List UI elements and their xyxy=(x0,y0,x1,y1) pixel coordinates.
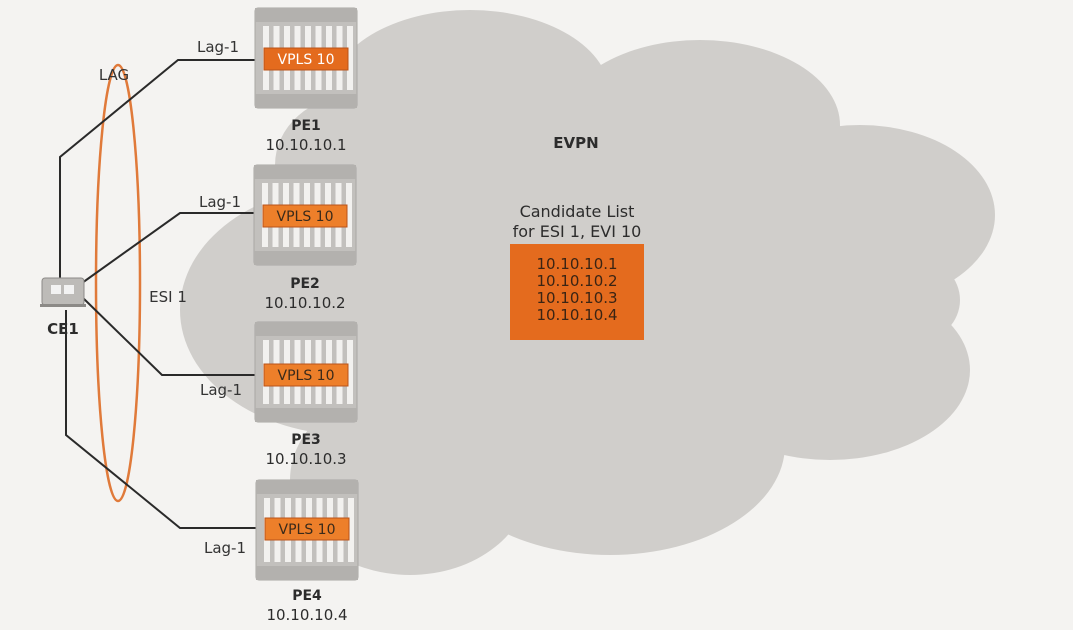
vpls-badge xyxy=(262,204,348,228)
candidate-entry: 10.10.10.1 xyxy=(536,255,617,273)
ce1-device: CE1 xyxy=(40,277,86,338)
lag-link-label: Lag-1 xyxy=(197,38,239,56)
router-top-band xyxy=(255,8,357,22)
pe-ip-label: 10.10.10.1 xyxy=(265,136,346,154)
router-bottom-band xyxy=(255,408,357,422)
vpls-badge-label: VPLS 10 xyxy=(278,368,335,384)
router-top-band xyxy=(254,165,356,179)
vpls-badge-label: VPLS 10 xyxy=(278,52,335,68)
pe-name-label: PE3 xyxy=(291,432,321,448)
pe-router-3: VPLS 10 PE3 10.10.10.3 Lag-1 xyxy=(200,321,358,468)
pe-ip-label: 10.10.10.4 xyxy=(266,606,347,624)
link-pe4 xyxy=(65,310,258,529)
esi-label: ESI 1 xyxy=(149,288,187,306)
candidate-list-box xyxy=(510,244,644,340)
candidate-title-line2: for ESI 1, EVI 10 xyxy=(513,222,642,241)
pe-ip-label: 10.10.10.2 xyxy=(264,294,345,312)
router-bottom-band xyxy=(256,566,358,580)
vpls-badge xyxy=(264,517,350,541)
lag-label: LAG xyxy=(99,66,129,84)
router-slot xyxy=(348,498,354,562)
candidate-list: 10.10.10.110.10.10.210.10.10.310.10.10.4 xyxy=(510,244,644,340)
candidate-entry: 10.10.10.2 xyxy=(536,272,617,290)
lag-ring xyxy=(94,63,142,503)
vpls-badge-label: VPLS 10 xyxy=(279,522,336,538)
pe-name-label: PE2 xyxy=(290,276,320,292)
link-pe1 xyxy=(59,59,258,285)
candidate-entry: 10.10.10.3 xyxy=(536,289,617,307)
pe-name-label: PE4 xyxy=(292,588,322,604)
vpls-badge-label: VPLS 10 xyxy=(277,209,334,225)
link-pe2 xyxy=(81,212,258,284)
candidate-entries: 10.10.10.110.10.10.210.10.10.310.10.10.4 xyxy=(536,255,617,324)
pe-router-4: VPLS 10 PE4 10.10.10.4 Lag-1 xyxy=(204,479,359,624)
pe-router-1: VPLS 10 PE1 10.10.10.1 Lag-1 xyxy=(197,7,358,154)
router-top-band xyxy=(255,322,357,336)
pe-ip-label: 10.10.10.3 xyxy=(265,450,346,468)
vpls-badge xyxy=(263,47,349,71)
evpn-label: EVPN xyxy=(553,134,598,152)
ce1-router-icon xyxy=(41,277,85,306)
lag-link-label: Lag-1 xyxy=(200,381,242,399)
lag-link-label: Lag-1 xyxy=(199,193,241,211)
router-slot xyxy=(347,340,353,404)
pe-router-2: VPLS 10 PE2 10.10.10.2 Lag-1 xyxy=(199,164,357,312)
router-bottom-band xyxy=(254,251,356,265)
router-slot xyxy=(346,183,352,247)
router-slot xyxy=(347,26,353,90)
pe-name-label: PE1 xyxy=(291,118,321,134)
link-pe3 xyxy=(81,296,258,376)
router-bottom-band xyxy=(255,94,357,108)
candidate-title-line1: Candidate List xyxy=(520,202,635,221)
access-links xyxy=(59,59,258,529)
ce1-label: CE1 xyxy=(47,320,79,338)
router-top-band xyxy=(256,480,358,494)
lag-link-label: Lag-1 xyxy=(204,539,246,557)
vpls-badge xyxy=(263,363,349,387)
candidate-entry: 10.10.10.4 xyxy=(536,306,617,324)
